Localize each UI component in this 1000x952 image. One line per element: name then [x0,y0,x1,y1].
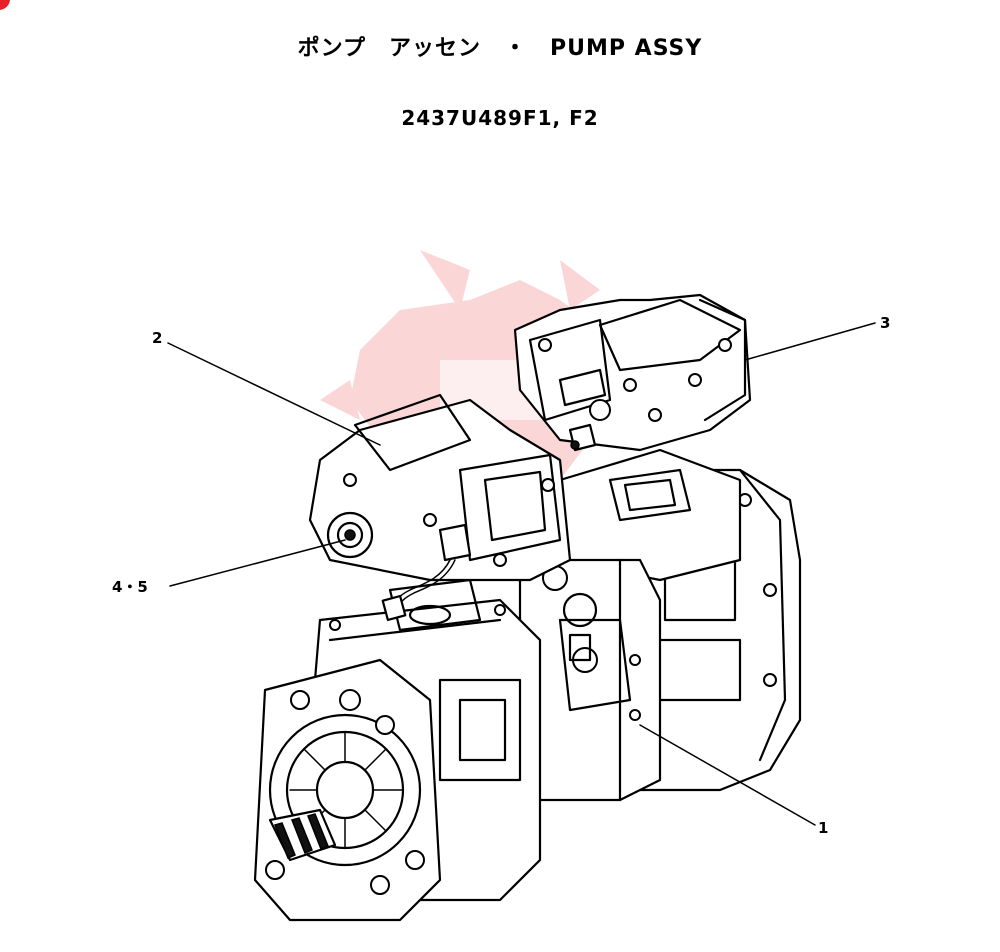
regulator-assembly-part-2 [308,393,572,622]
corner-mark [0,0,10,10]
page-title: ポンプ アッセン ・ PUMP ASSY [297,36,703,61]
main-pump-body [253,448,802,922]
callout-2: 2 [152,329,162,347]
leader-line-45 [169,539,346,587]
callout-3: 3 [880,314,890,332]
leader-lines [167,322,876,826]
leader-line-3 [744,322,876,361]
leader-line-1 [639,724,816,826]
callout-4-5: 4・5 [112,578,148,596]
part-numbers: 2437U489F1, F2 [401,106,599,130]
leader-line-2 [167,342,381,446]
callout-1: 1 [818,819,828,837]
pilot-pump-part-3 [513,293,752,452]
